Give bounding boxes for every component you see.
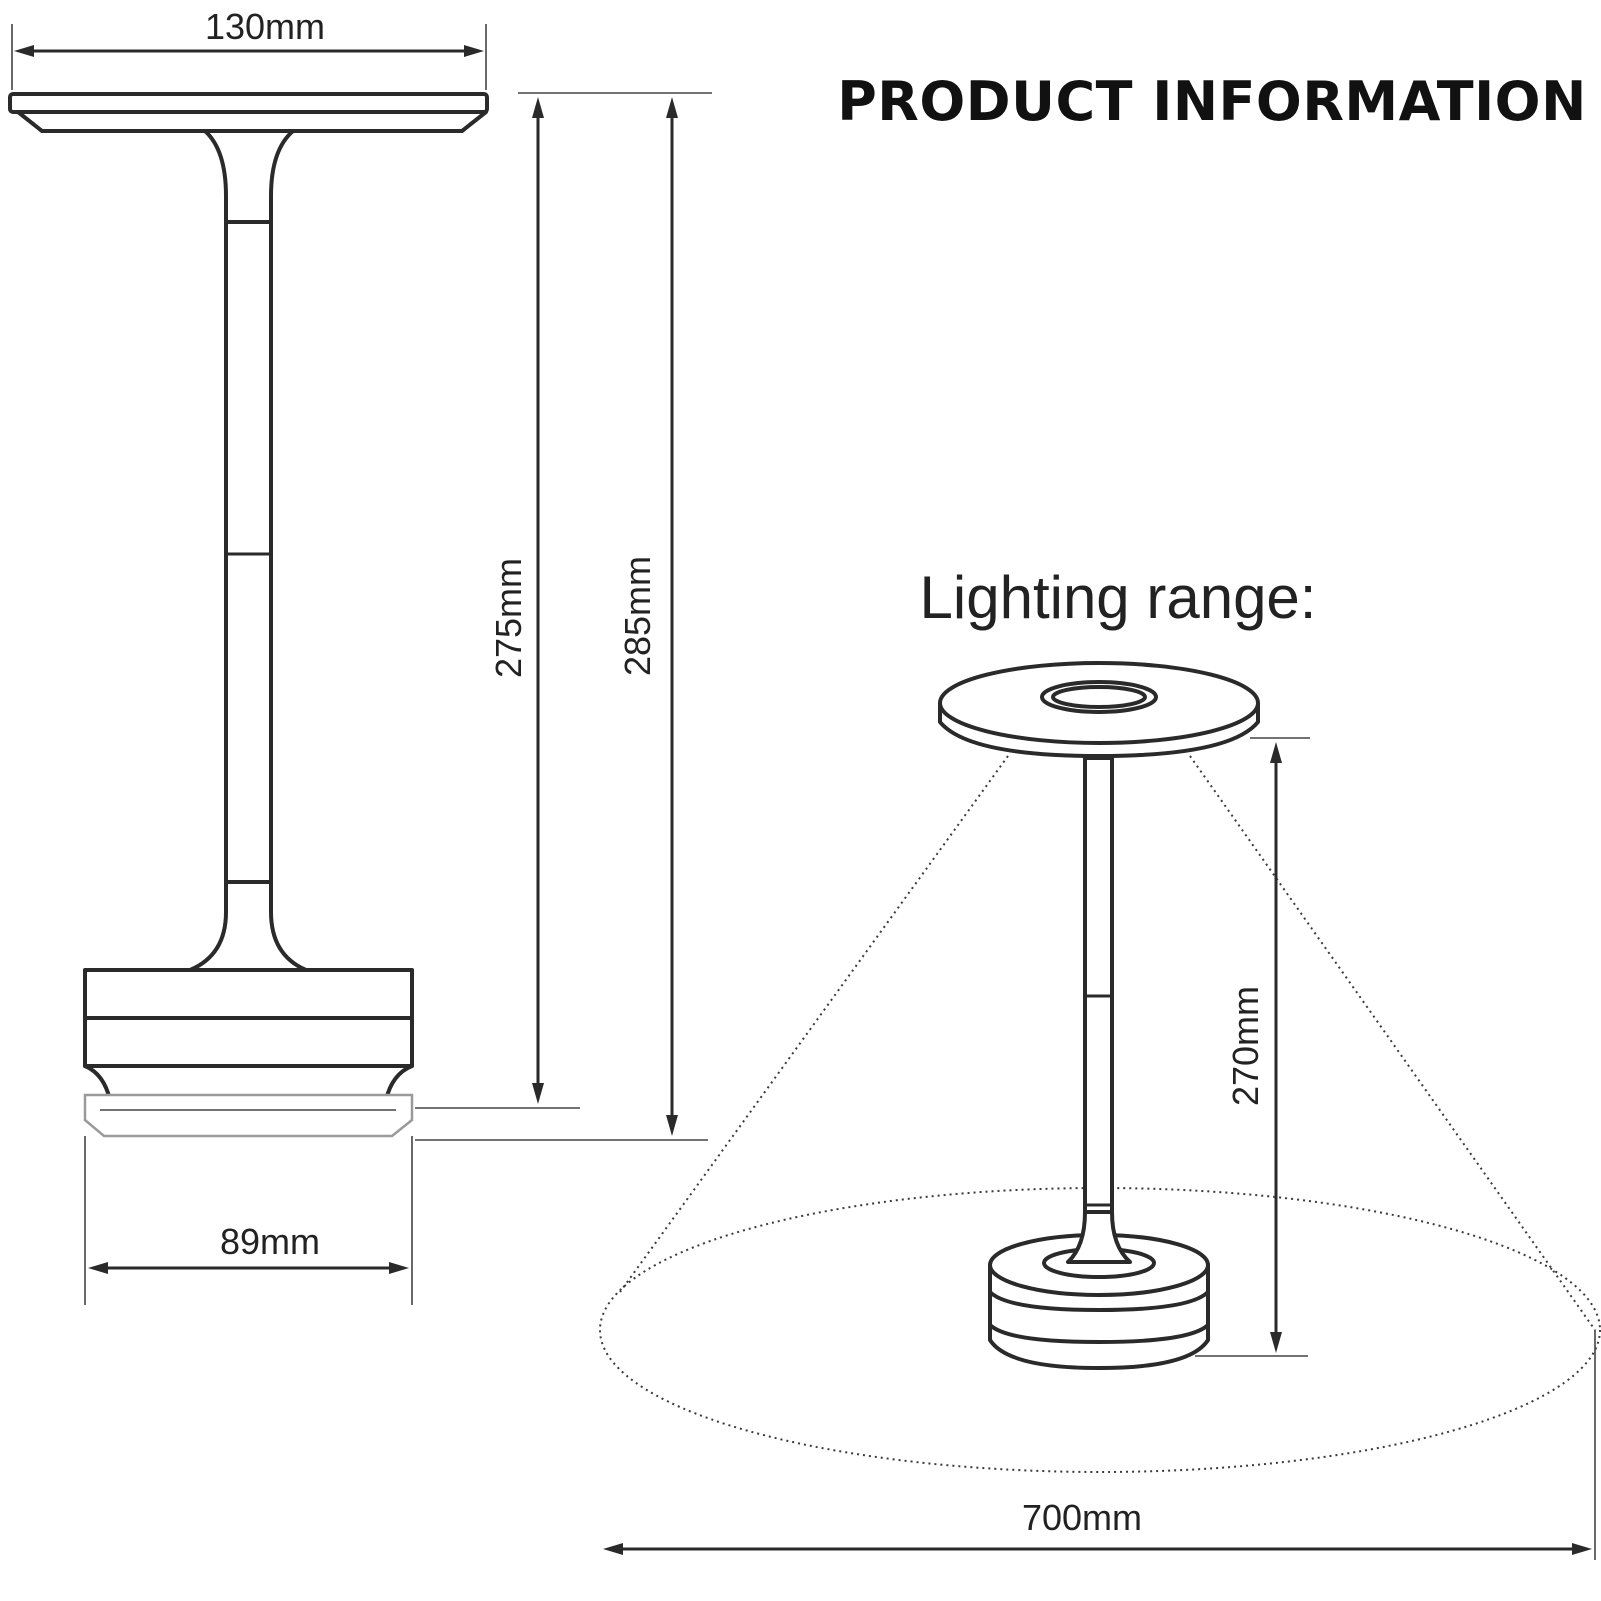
- base-width-label: 89mm: [220, 1221, 320, 1262]
- height-total-label: 285mm: [617, 556, 658, 676]
- dimension-height-body: 275mm: [415, 92, 712, 1109]
- lamp-shade-underside: [16, 110, 488, 133]
- charging-pad: [83, 1093, 414, 1138]
- dimension-top-width: 130mm: [11, 6, 487, 90]
- lamp-base-middle: [83, 1016, 414, 1068]
- lamp-small-touch-ring-inner: [1051, 685, 1147, 709]
- lamp-stem-bottom-flare: [188, 880, 308, 972]
- lighting-range-title: Lighting range:: [920, 564, 1317, 631]
- lighting-height-label: 270mm: [1225, 986, 1266, 1106]
- dimension-base-width: 89mm: [84, 1136, 413, 1305]
- lamp-small-stem-flare: [1066, 1210, 1132, 1264]
- dimension-lighting-height: 270mm: [1195, 737, 1310, 1357]
- lamp-side-view: [8, 92, 489, 1138]
- lamp-stem-top-flare: [203, 129, 295, 224]
- lamp-stem: [224, 220, 273, 884]
- dimension-height-total: 285mm: [415, 97, 708, 1141]
- dimension-lighting-diameter: 700mm: [603, 1330, 1596, 1560]
- height-body-label: 275mm: [488, 558, 529, 678]
- lamp-perspective-view: [938, 661, 1260, 1370]
- top-width-label: 130mm: [205, 6, 325, 47]
- page-title: PRODUCT INFORMATION: [837, 70, 1587, 133]
- lighting-diameter-label: 700mm: [1022, 1497, 1142, 1538]
- lamp-base-upper: [83, 968, 414, 1020]
- lamp-shade: [8, 92, 489, 114]
- lamp-small-stem: [1083, 756, 1114, 1222]
